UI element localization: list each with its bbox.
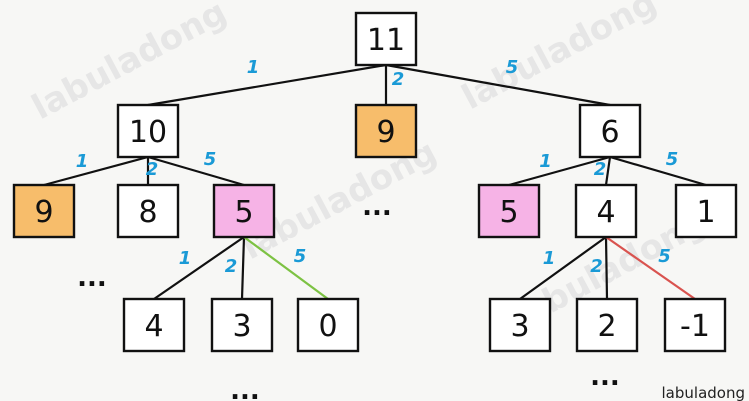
edge-weight-label: 1: [76, 151, 89, 172]
tree-node: 1: [674, 183, 738, 239]
tree-node-box: [12, 183, 76, 239]
tree-edge: [608, 155, 708, 187]
tree-node: 0: [296, 297, 360, 353]
edge-weight-label: 2: [594, 159, 607, 180]
tree-edge: [604, 235, 697, 301]
edge-weight-label: 1: [539, 151, 552, 172]
tree-edge: [604, 235, 609, 301]
tree-node-box: [296, 297, 360, 353]
edge-weight-label: 1: [543, 248, 556, 269]
edge-weight-label: 5: [658, 246, 671, 267]
tree-node: 10: [116, 103, 180, 159]
ellipsis-layer: ............: [77, 192, 620, 401]
tree-node-box: [122, 297, 186, 353]
tree-node-box: [575, 297, 639, 353]
tree-edge: [242, 235, 330, 301]
tree-node-value: 6: [600, 115, 619, 150]
tree-node: 2: [575, 297, 639, 353]
tree-node-value: 0: [318, 309, 337, 344]
edge-weight-label: 1: [179, 248, 192, 269]
tree-edge: [240, 235, 246, 301]
tree-node-value: 4: [596, 195, 615, 230]
tree-node-value: 9: [376, 115, 395, 150]
footer-credit: labuladong: [662, 384, 745, 401]
tree-edge: [518, 235, 608, 301]
tree-node: 5: [212, 183, 276, 239]
tree-node: 4: [574, 183, 638, 239]
tree-node-value: 2: [597, 309, 616, 344]
tree-node: 9: [354, 103, 418, 159]
tree-node-value: 11: [367, 23, 405, 58]
tree-node-box: [578, 103, 642, 159]
ellipsis-marker: ...: [77, 263, 107, 293]
tree-node: 11: [354, 11, 418, 67]
edge-weight-label: 5: [666, 149, 679, 170]
tree-edge: [507, 155, 612, 187]
tree-edge: [604, 155, 612, 187]
tree-node-value: -1: [680, 309, 710, 344]
ellipsis-marker: ...: [230, 376, 260, 401]
tree-node-box: [354, 11, 418, 67]
edge-weight-label: 2: [225, 256, 238, 277]
tree-node-box: [212, 183, 276, 239]
tree-node: 6: [578, 103, 642, 159]
tree-node-value: 3: [232, 309, 251, 344]
tree-node-box: [116, 183, 180, 239]
tree-node-box: [663, 297, 727, 353]
tree-node-box: [116, 103, 180, 159]
tree-node-value: 4: [144, 309, 163, 344]
tree-node-value: 5: [234, 195, 253, 230]
edge-weight-label: 2: [590, 256, 603, 277]
edge-weight-label: 2: [392, 69, 405, 90]
tree-node-value: 5: [499, 195, 518, 230]
edge-weight-label: 5: [506, 57, 519, 78]
edge-weight-label: 1: [247, 57, 260, 78]
tree-edge: [152, 235, 246, 301]
tree-node-value: 3: [510, 309, 529, 344]
watermark-text: labuladong: [455, 0, 663, 118]
tree-node-box: [477, 183, 541, 239]
tree-node: -1: [663, 297, 727, 353]
tree-node-value: 8: [138, 195, 157, 230]
tree-edge: [146, 63, 388, 107]
tree-node-box: [674, 183, 738, 239]
footer-layer: labuladong: [662, 384, 745, 401]
edge-weight-label: 5: [204, 149, 217, 170]
edge-weight-label: 2: [146, 159, 159, 180]
ellipsis-marker: ...: [590, 362, 620, 392]
tree-node-box: [354, 103, 418, 159]
tree-edge: [42, 155, 150, 187]
edge-layer: 1 2 5 1 2 5 1 2 5 1 2 5 1 2 5: [42, 57, 708, 301]
tree-node: 3: [488, 297, 552, 353]
tree-node: 4: [122, 297, 186, 353]
edge-weight-label: 5: [294, 246, 307, 267]
ellipsis-marker: ...: [362, 192, 392, 222]
tree-node-value: 9: [34, 195, 53, 230]
tree-node: 5: [477, 183, 541, 239]
tree-node: 3: [210, 297, 274, 353]
tree-node-value: 1: [696, 195, 715, 230]
tree-node-box: [210, 297, 274, 353]
tree-node-value: 10: [129, 115, 167, 150]
tree-node: 9: [12, 183, 76, 239]
tree-node-box: [488, 297, 552, 353]
tree-edge: [146, 155, 246, 187]
tree-edge: [384, 63, 612, 107]
tree-node: 8: [116, 183, 180, 239]
tree-node-box: [574, 183, 638, 239]
